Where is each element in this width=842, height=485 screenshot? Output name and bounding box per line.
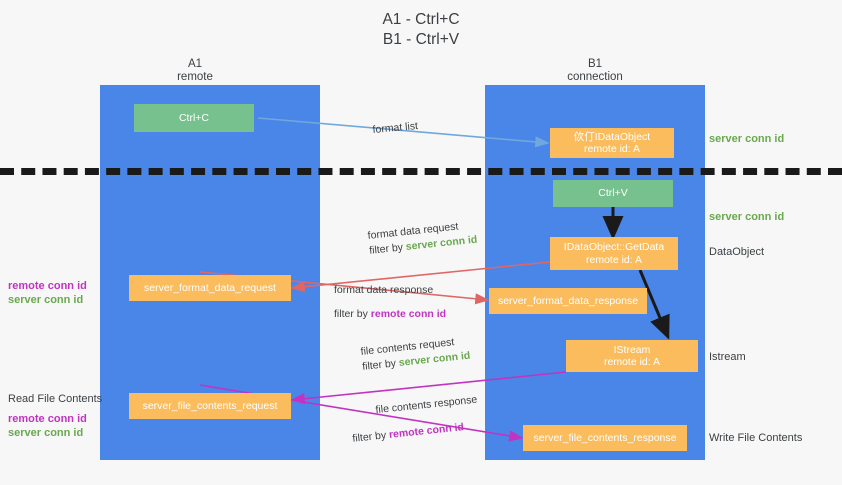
box-ctrl-v[interactable]: Ctrl+V <box>553 180 673 207</box>
annotation-write-file-contents: Write File Contents <box>709 432 803 444</box>
filter-value-remote-conn-id: remote conn id <box>388 421 465 441</box>
flow-label-file-contents-response-line2: filter by remote conn id <box>352 418 481 446</box>
box-getdata[interactable]: IDataObject::GetData remote id: A <box>550 237 678 270</box>
flow-label-file-contents-request: file contents request filter by server c… <box>360 334 471 375</box>
box-getdata-line2: remote id: A <box>585 253 643 266</box>
flow-label-format-data-response-line2: filter by remote conn id <box>334 307 446 322</box>
lane-header-a1-name: A1 <box>187 58 203 70</box>
box-idataobject-line1: 佽仃IDataObject <box>573 130 651 143</box>
box-server-file-contents-request-label: server_file_contents_request <box>142 399 278 412</box>
lane-header-b1-sub: connection <box>567 71 623 83</box>
flow-label-file-contents-response: file contents response filter by remote … <box>349 393 481 447</box>
box-server-format-data-request[interactable]: server_format_data_request <box>129 275 291 301</box>
box-istream[interactable]: IStream remote id: A <box>566 340 698 372</box>
box-ctrl-c[interactable]: Ctrl+C <box>134 104 254 132</box>
box-server-file-contents-response-label: server_file_contents_response <box>533 431 677 444</box>
annotation-dataobject: DataObject <box>709 246 765 258</box>
box-server-format-data-response[interactable]: server_format_data_response <box>489 288 647 314</box>
phase-divider <box>0 168 842 175</box>
box-server-file-contents-request[interactable]: server_file_contents_request <box>129 393 291 419</box>
box-istream-line2: remote id: A <box>603 356 661 368</box>
flow-label-format-list: format list <box>372 120 419 136</box>
box-ctrl-v-label: Ctrl+V <box>598 187 628 200</box>
annotation-server-conn-id-top: server conn id <box>709 133 785 145</box>
flow-label-file-contents-response-line1: file contents response <box>374 393 478 417</box>
annotation-server-conn-id-mid: server conn id <box>709 211 785 223</box>
box-ctrl-c-label: Ctrl+C <box>178 111 210 124</box>
annotation-read-file-contents: Read File Contents <box>8 393 103 405</box>
page-title: A1 - Ctrl+C B1 - Ctrl+V <box>382 11 460 48</box>
flow-label-format-data-response-line1: format data response <box>334 284 434 296</box>
box-server-format-data-request-label: server_format_data_request <box>144 281 276 294</box>
annotation-remote-conn-id-2: remote conn id <box>8 413 87 425</box>
filter-prefix: filter by <box>368 241 407 257</box>
filter-prefix: filter by <box>334 308 371 320</box>
annotation-server-conn-id-2: server conn id <box>8 427 84 439</box>
filter-prefix: filter by <box>361 357 400 373</box>
box-server-file-contents-response[interactable]: server_file_contents_response <box>523 425 687 451</box>
lane-header-a1-sub: remote <box>177 71 213 83</box>
box-server-format-data-response-label: server_format_data_response <box>497 294 639 307</box>
box-idataobject-line2: remote id: A <box>583 143 641 155</box>
filter-value-remote-conn-id: remote conn id <box>370 308 447 320</box>
flow-label-format-data-request: format data request filter by server con… <box>367 218 478 259</box>
annotation-server-conn-id-1: server conn id <box>8 294 84 306</box>
box-idataobject[interactable]: 佽仃IDataObject remote id: A <box>550 128 674 158</box>
lane-header-a1: A1 remote <box>130 58 260 84</box>
box-istream-line1: IStream <box>613 343 651 356</box>
annotation-istream: Istream <box>709 351 746 363</box>
flow-label-format-data-response: format data response filter by remote co… <box>334 283 446 322</box>
lane-header-b1-name: B1 <box>587 58 603 70</box>
filter-prefix: filter by <box>351 429 390 445</box>
lane-header-b1: B1 connection <box>530 58 660 84</box>
annotation-remote-conn-id-1: remote conn id <box>8 280 87 292</box>
box-getdata-line1: IDataObject::GetData <box>563 241 665 253</box>
